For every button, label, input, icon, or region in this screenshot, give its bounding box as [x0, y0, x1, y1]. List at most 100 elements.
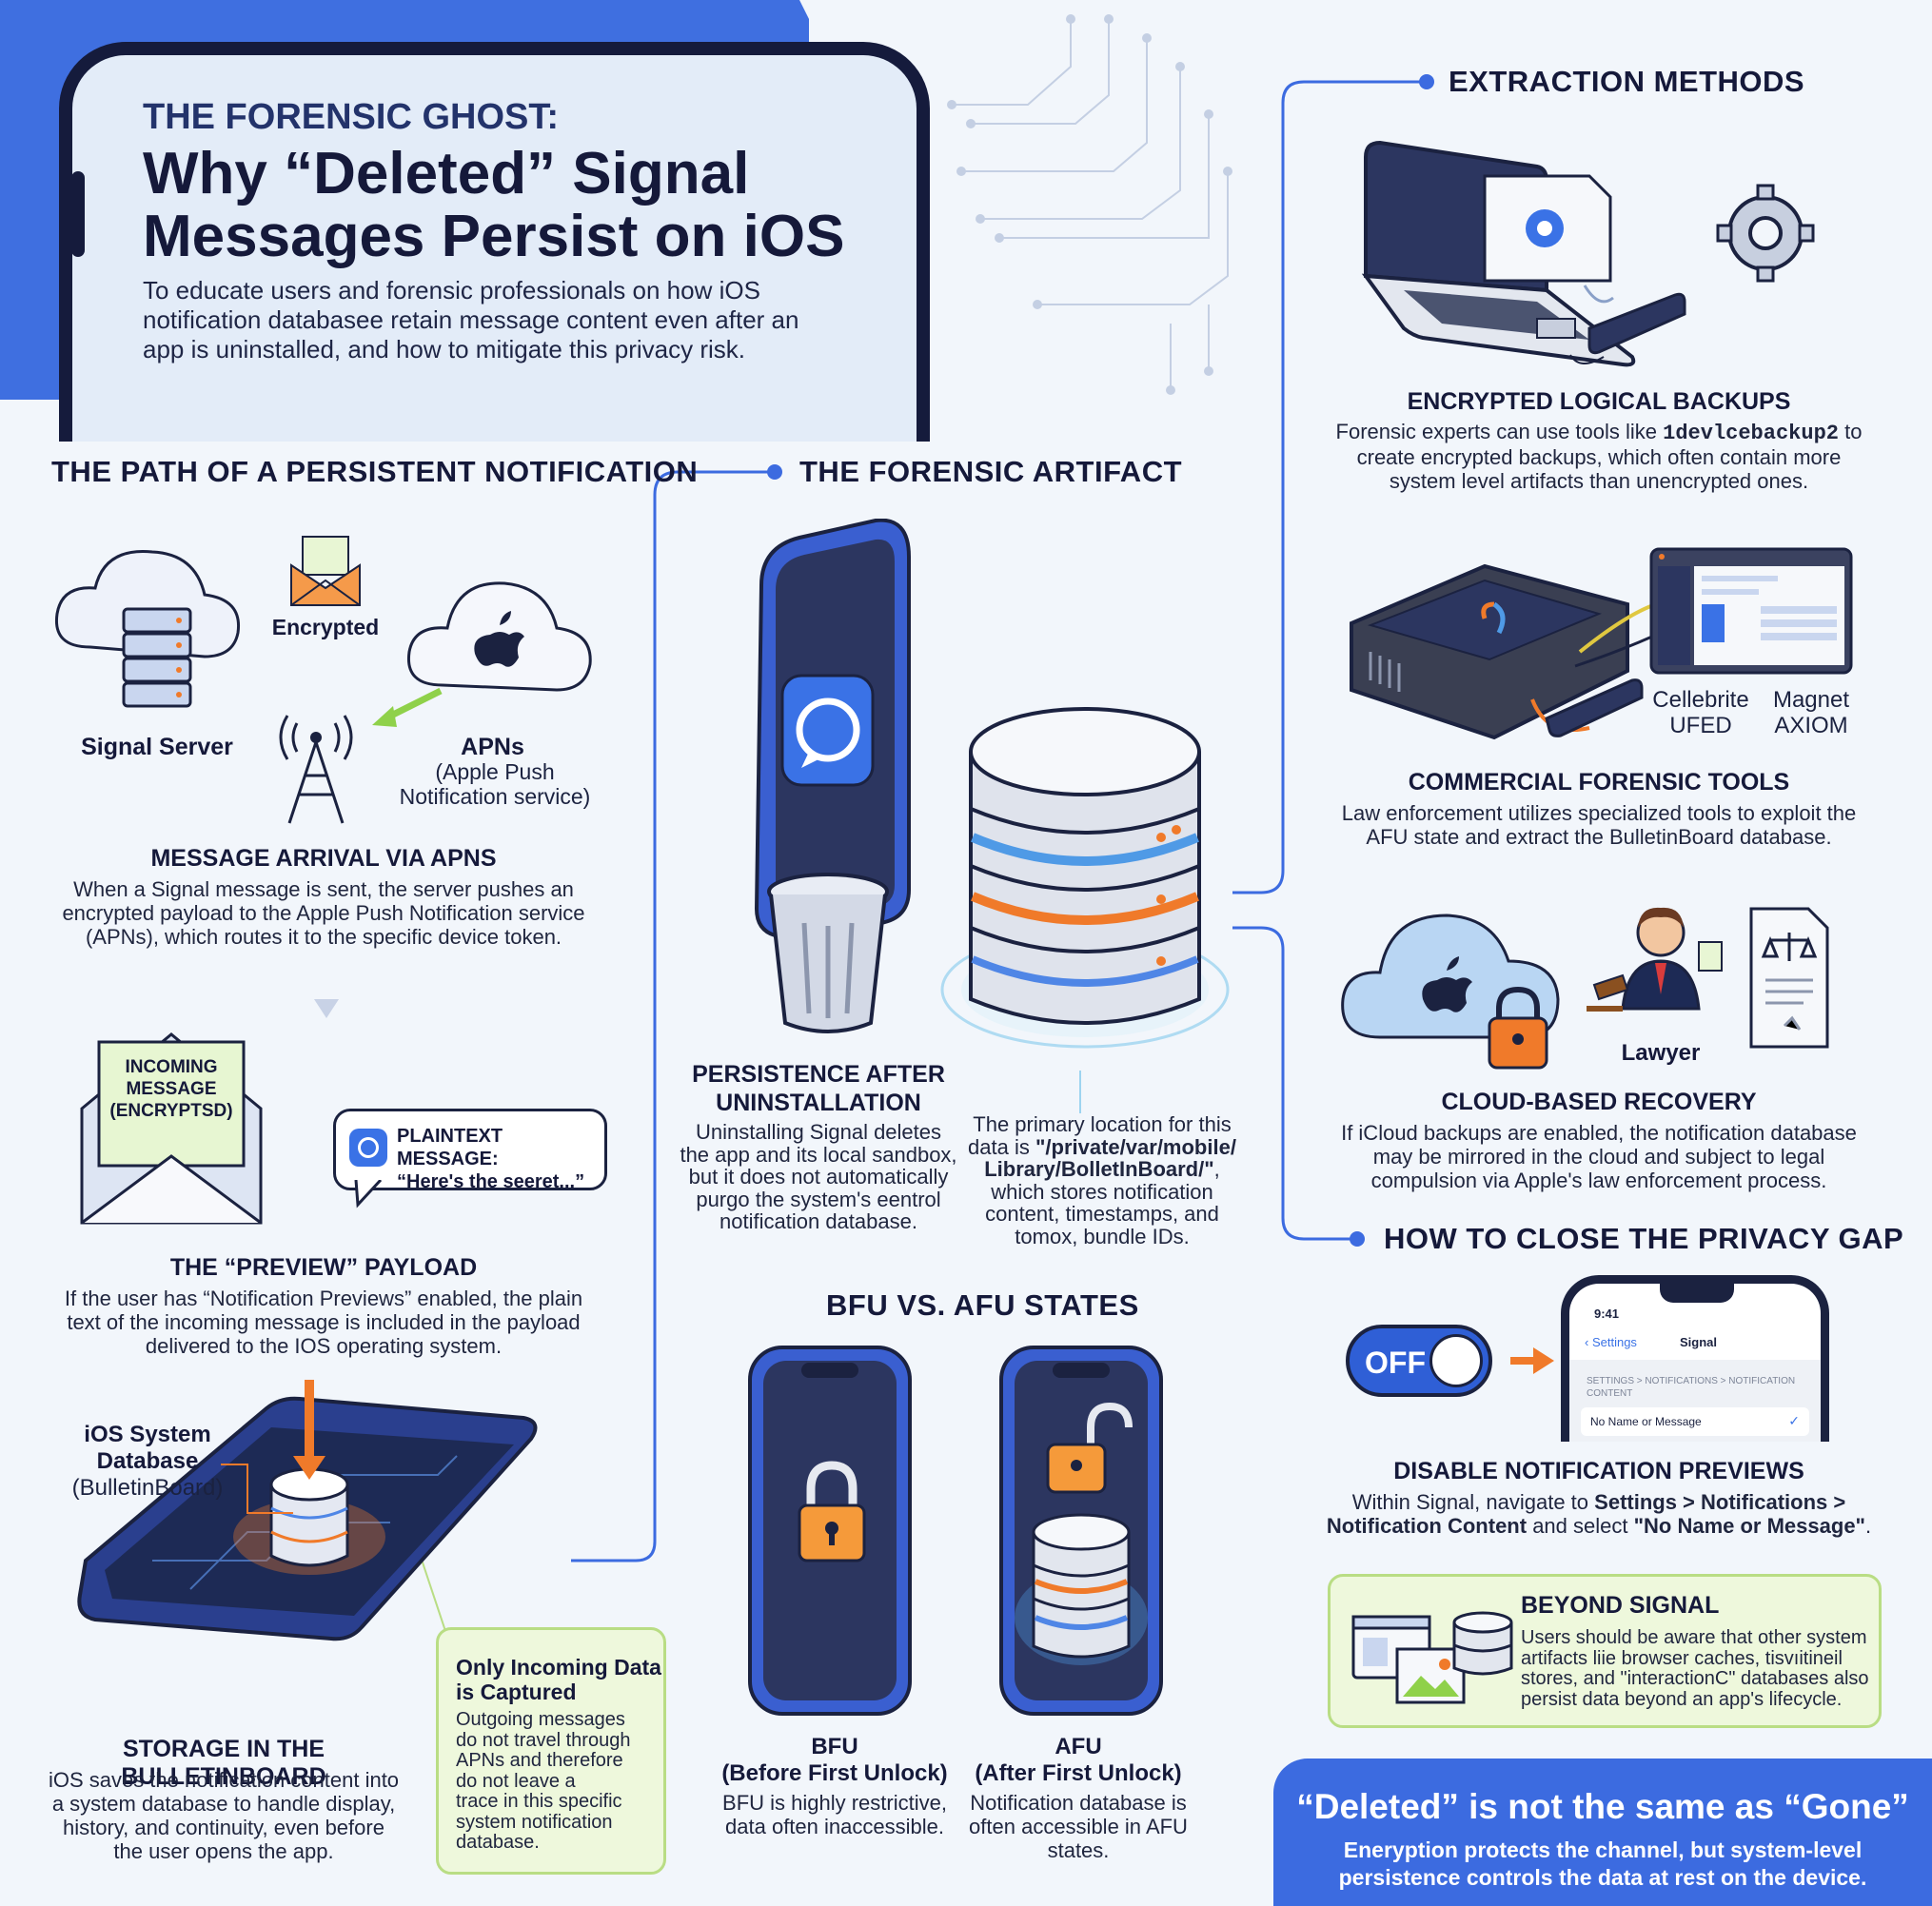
previews-toggle[interactable]: OFF — [1346, 1325, 1492, 1397]
persistence-title: PERSISTENCE AFTER UNINSTALLATION — [666, 1060, 971, 1117]
phone-notch — [1660, 1284, 1734, 1303]
magnet-line1: Magnet — [1772, 687, 1850, 713]
afu-l3: states. — [1047, 1838, 1110, 1862]
backup-l2: create encrypted backups, which often co… — [1356, 445, 1842, 469]
afu-description: Notification database is often accessibl… — [959, 1791, 1197, 1862]
path-section-heading: THE PATH OF A PERSISTENT NOTIFICATION — [51, 455, 699, 488]
header-kicker: THE FORENSIC GHOST: — [143, 97, 560, 137]
disable-l2: Notification Content and select "No Name… — [1294, 1514, 1903, 1538]
primary-path-part1: "/private/var/mobile/ — [1035, 1134, 1236, 1159]
bfu-title1: BFU — [811, 1734, 858, 1759]
preview-line3: delivered to the IOS operating system. — [145, 1334, 503, 1358]
header-description: To educate users and forensic profession… — [143, 276, 798, 364]
forensic-tools-illustration — [1350, 547, 1853, 740]
phone-screen-title: Signal — [1680, 1335, 1718, 1349]
primary-l2: data is "/private/var/mobile/ — [959, 1134, 1245, 1159]
incoming-only-l2: do not travel through — [456, 1729, 631, 1751]
header-desc-line1: To educate users and forensic profession… — [143, 276, 760, 305]
page-title-line1: Why “Deleted” Signal — [143, 141, 750, 206]
primary-l1: The primary location for this — [973, 1112, 1232, 1136]
bfu-title: BFU (Before First Unlock) — [716, 1734, 954, 1787]
backup-l1: Forensic experts can use tools like 1dev… — [1313, 420, 1884, 445]
afu-l2: often accessible in AFU — [969, 1815, 1188, 1838]
afu-title2: (After First Unlock) — [975, 1760, 1182, 1786]
backup-tool-name: 1devlcebackup2 — [1663, 422, 1839, 445]
disable-l2-mid: and select — [1527, 1514, 1634, 1538]
storage-line3: history, and continuity, even before — [63, 1816, 384, 1839]
cloud-title: CLOUD-BASED RECOVERY — [1441, 1089, 1757, 1115]
plaintext-message-bubble: PLAINTEXT MESSAGE: “Here's the seeret...… — [333, 1109, 607, 1192]
artifact-connector — [1079, 1071, 1081, 1113]
phone-with-database-illustration — [77, 1380, 538, 1641]
toggle-knob — [1429, 1334, 1483, 1387]
beyond-l3: stores, and "interactionC" databases als… — [1521, 1668, 1869, 1689]
disable-l2-path: Notification Content — [1326, 1514, 1528, 1538]
arrival-line3: (APNs), which routes it to the specific … — [85, 925, 562, 949]
bubble-tail — [354, 1180, 383, 1208]
database-label: iOS System Database (BulletinBoard) — [57, 1422, 238, 1502]
arrival-line1: When a Signal message is sent, the serve… — [73, 877, 574, 901]
persist-l5: notification database. — [720, 1209, 917, 1233]
backup-l3: system level artifacts than unencrypted … — [1389, 469, 1809, 493]
persistence-title2: UNINSTALLATION — [716, 1090, 921, 1116]
signal-server-icon — [54, 549, 241, 708]
incoming-line2: MESSAGE — [126, 1079, 217, 1099]
phone-time: 9:41 — [1594, 1307, 1620, 1321]
primary-location-description: The primary location for this data is "/… — [959, 1113, 1245, 1248]
incoming-only-text: Outgoing messages do not travel through … — [456, 1709, 631, 1854]
disable-previews-description: Within Signal, navigate to Settings > No… — [1294, 1490, 1903, 1538]
banner-title: “Deleted” is not the same as “Gone” — [1296, 1787, 1909, 1826]
bfu-l1: BFU is highly restrictive, — [722, 1791, 947, 1815]
phone-back-button[interactable]: ‹ Settings — [1585, 1335, 1637, 1349]
beyond-l4: persist data beyond an app's lifecycle. — [1521, 1688, 1843, 1710]
cloud-l3: compulsion via Apple's law enforcement p… — [1370, 1169, 1827, 1192]
phone-path1: SETTINGS > NOTIFICATIONS > NOTIFICATION — [1587, 1376, 1796, 1386]
persist-l2: the app and its local sandbox, — [680, 1142, 957, 1167]
phone-option-label: No Name or Message — [1590, 1415, 1702, 1428]
cloud-l2: may be mirrored in the cloud and subject… — [1372, 1145, 1825, 1169]
afu-l1: Notification database is — [970, 1791, 1187, 1815]
artifacts-icon — [1351, 1611, 1513, 1704]
settings-phone: 9:41 ‹ Settings Signal SETTINGS > NOTIFI… — [1561, 1275, 1829, 1442]
primary-l5: content, timestamps, and — [985, 1202, 1219, 1226]
banner-line1: Eneryption protects the channel, but sys… — [1343, 1837, 1863, 1862]
bfu-phone-illustration — [748, 1346, 912, 1716]
afu-title1: AFU — [1055, 1734, 1102, 1759]
trash-can-icon — [767, 873, 889, 1033]
tools-title: COMMERCIAL FORENSIC TOOLS — [1408, 769, 1790, 796]
page-title: Why “Deleted” Signal Messages Persist on… — [143, 143, 844, 268]
preview-payload-title: THE “PREVIEW” PAYLOAD — [169, 1254, 478, 1281]
apns-label: APNs — [461, 734, 524, 760]
disable-l2-option: "No Name or Message" — [1633, 1514, 1865, 1538]
plaintext-line2: “Here's the seeret...” — [397, 1171, 585, 1192]
signal-phone-illustration — [754, 519, 911, 937]
disable-l1-prefix: Within Signal, navigate to — [1351, 1490, 1595, 1514]
cellebrite-line2: UFED — [1669, 713, 1732, 738]
incoming-only-title1: Only Incoming Data — [456, 1655, 661, 1680]
signal-app-icon — [349, 1129, 387, 1167]
arrival-title: MESSAGE ARRIVAL VIA APNS — [150, 845, 497, 872]
backup-description: Forensic experts can use tools like 1dev… — [1313, 420, 1884, 493]
orange-arrow-icon — [1510, 1347, 1554, 1374]
phone-path2: CONTENT — [1587, 1388, 1633, 1399]
preview-line1: If the user has “Notification Previews” … — [64, 1287, 583, 1310]
persist-l4: purgo the system's eentrol — [696, 1187, 941, 1211]
phone-back-label: Settings — [1591, 1335, 1637, 1349]
database-callout-line — [221, 1464, 293, 1514]
phone-option-row[interactable]: No Name or Message ✓ — [1581, 1407, 1809, 1436]
preview-line2: text of the incoming message is included… — [67, 1310, 581, 1334]
beyond-signal-title: BEYOND SIGNAL — [1521, 1592, 1720, 1619]
magnet-line2: AXIOM — [1774, 713, 1848, 738]
preview-payload-description: If the user has “Notification Previews” … — [48, 1287, 600, 1358]
cloud-recovery-illustration — [1341, 907, 1829, 1070]
magnet-label: Magnet AXIOM — [1759, 687, 1863, 738]
backup-l1-prefix: Forensic experts can use tools like — [1335, 420, 1664, 443]
laptop-backup-illustration — [1361, 140, 1815, 367]
incoming-only-box: Only Incoming Data is Captured Outgoing … — [436, 1627, 666, 1875]
beyond-l1: Users should be aware that other system — [1521, 1627, 1867, 1648]
green-arrow-icon — [372, 687, 443, 727]
primary-l2-prefix: data is — [968, 1134, 1035, 1159]
disable-l1: Within Signal, navigate to Settings > No… — [1294, 1490, 1903, 1514]
afu-phone-illustration — [999, 1346, 1163, 1716]
db-label-line2: Database — [96, 1448, 199, 1474]
